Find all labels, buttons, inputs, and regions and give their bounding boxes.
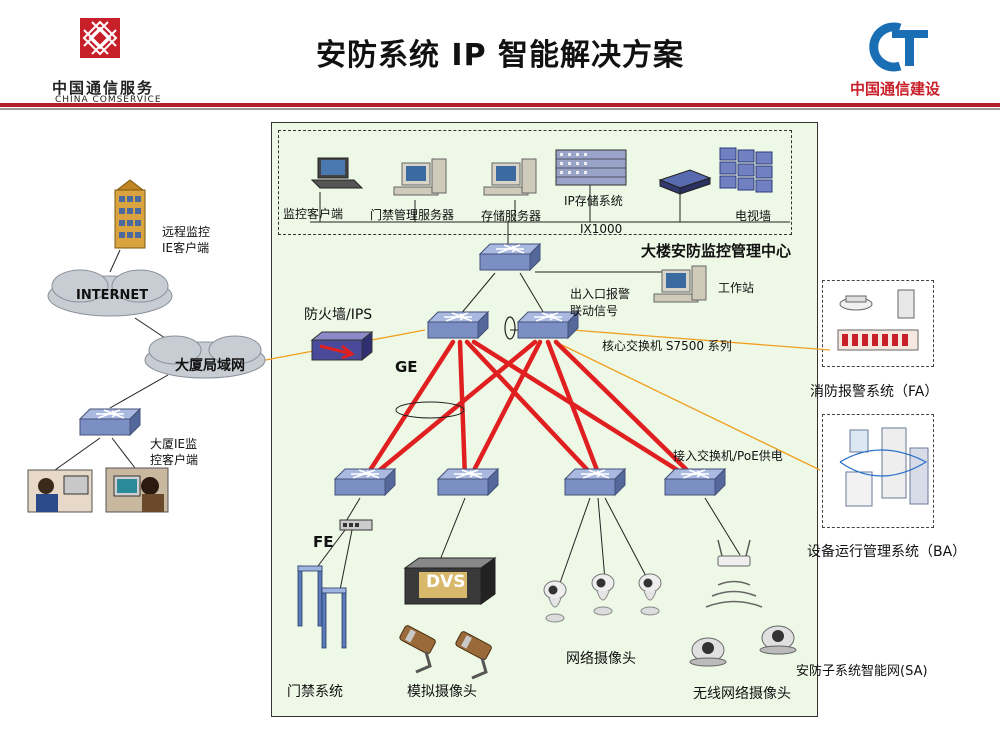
- alarm-signal-label: 出入口报警 联动信号: [570, 287, 631, 318]
- dvs-label: DVS: [426, 572, 466, 592]
- construction-logo-icon: [869, 22, 928, 72]
- ba-system-box: [822, 414, 934, 528]
- ip-storage-label: IP存储系统: [564, 194, 623, 208]
- sa-network-panel: [271, 122, 818, 717]
- building-lan-label: 大厦局域网: [175, 358, 245, 374]
- header-divider-red: [0, 103, 1000, 107]
- fire-alarm-box: [822, 280, 934, 367]
- china-construction-logo: [862, 22, 932, 72]
- access-switch-label: 接入交换机/PoE供电: [673, 449, 783, 463]
- header-divider-gray: [0, 108, 1000, 110]
- ge-label: GE: [395, 358, 418, 376]
- door-system-label: 门禁系统: [287, 684, 343, 700]
- network-camera-label: 网络摄像头: [566, 651, 636, 667]
- monitoring-center-box: [278, 130, 792, 235]
- left-logo-english: CHINA COMSERVICE: [55, 95, 162, 105]
- sa-network-label: 安防子系统智能网(SA): [796, 664, 928, 679]
- workstation-label: 工作站: [718, 281, 755, 295]
- comservice-logo-icon: [80, 18, 120, 58]
- core-switch-label: 核心交换机 S7500 系列: [602, 339, 732, 353]
- monitor-client-label: 监控客户端: [283, 207, 344, 221]
- ba-system-label: 设备运行管理系统（BA）: [807, 544, 967, 560]
- left-logo-chinese: 中国通信服务: [52, 79, 155, 97]
- ix1000-label: IX1000: [580, 222, 623, 236]
- page-title: 安防系统 IP 智能解决方案: [315, 38, 685, 73]
- tv-wall-label: 电视墙: [735, 209, 772, 223]
- remote-ie-label: 远程监控 IE客户端: [162, 225, 211, 255]
- door-server-label: 门禁管理服务器: [369, 208, 454, 222]
- analog-camera-label: 模拟摄像头: [407, 684, 477, 700]
- fe-label: FE: [313, 533, 334, 551]
- right-logo-chinese: 中国通信建设: [850, 80, 941, 98]
- building-ie-label: 大厦IE监 控客户端: [150, 437, 199, 467]
- monitoring-center-title: 大楼安防监控管理中心: [641, 242, 792, 260]
- fire-alarm-label: 消防报警系统（FA）: [810, 384, 939, 400]
- storage-server-label: 存储服务器: [481, 209, 542, 223]
- firewall-label: 防火墙/IPS: [304, 307, 373, 323]
- china-comservice-logo: [80, 18, 120, 58]
- internet-label: INTERNET: [76, 288, 149, 303]
- wireless-camera-label: 无线网络摄像头: [693, 686, 791, 702]
